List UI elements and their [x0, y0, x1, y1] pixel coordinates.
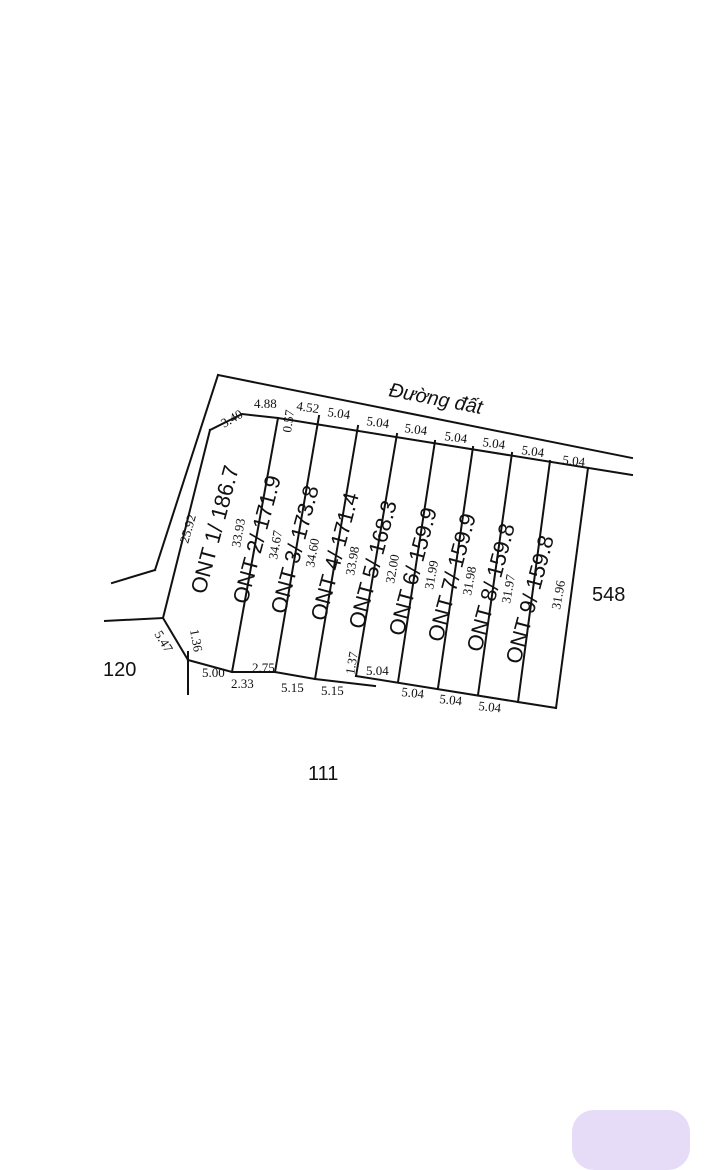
- dim-southwest-corner: 5.47: [151, 628, 176, 656]
- lot9-east-side: [554, 466, 590, 710]
- dim-rear: 5.04: [401, 684, 426, 701]
- dim-front: 5.04: [562, 452, 587, 469]
- dim-west-side: 25.92: [176, 513, 198, 545]
- divider-2-3: [273, 414, 321, 674]
- dim-rear: 5.04: [478, 698, 503, 715]
- divider-1-2: [230, 416, 280, 674]
- dim-corner-top: 3.40: [218, 406, 245, 430]
- lot1-west-side: [161, 428, 212, 620]
- dim-front: 5.04: [366, 413, 391, 431]
- dim-rear: 5.00: [202, 665, 225, 680]
- west-neighbor-top: [110, 568, 157, 585]
- west-neighbor-bottom: [103, 616, 165, 623]
- lot-depth: 33.98: [342, 545, 362, 576]
- neighbor-parcel-120: 120: [103, 659, 136, 681]
- boundary-lines: [103, 373, 634, 710]
- lot9-rear: [516, 700, 558, 710]
- rear-boundary-east: [354, 674, 520, 704]
- lot-depth: 34.67: [265, 529, 285, 561]
- dim-rear: 5.15: [321, 683, 344, 698]
- west-road-edge: [153, 373, 220, 572]
- road-label: Đường đất: [387, 379, 486, 419]
- dim-rear: 5.04: [366, 663, 389, 678]
- dim-front-offset: 0.57: [279, 408, 297, 433]
- lot-depth: 33.93: [228, 517, 248, 548]
- dim-rear: 2.75: [252, 660, 275, 675]
- dim-front: 5.04: [444, 428, 469, 446]
- dim-front: 4.88: [254, 396, 277, 411]
- lot-depth: 34.60: [302, 537, 322, 568]
- divider-7-8: [476, 451, 514, 697]
- divider-6-7: [436, 445, 475, 690]
- divider-8-9: [516, 459, 552, 704]
- dim-rear-offset: 1.37: [342, 650, 361, 676]
- dim-rear: 5.15: [281, 680, 304, 695]
- divider-3-4: [313, 424, 360, 681]
- neighbor-parcel-548: 548: [592, 584, 625, 606]
- dim-rear-offset: 1.36: [187, 628, 206, 654]
- lot-depth: 31.99: [421, 559, 441, 590]
- road-upper-edge: [216, 373, 634, 460]
- southwest-corner: [161, 616, 190, 662]
- neighbor-parcel-111: 111: [308, 763, 338, 785]
- lot-depth: 31.97: [498, 573, 518, 605]
- lot-depth: 31.98: [459, 565, 479, 596]
- divider-5-6: [396, 439, 437, 684]
- floating-action-button[interactable]: [572, 1110, 690, 1170]
- dim-rear: 2.33: [231, 676, 254, 691]
- dim-front: 5.04: [482, 434, 507, 452]
- dim-front: 4.52: [296, 398, 321, 416]
- lot-depth: 32.00: [382, 553, 402, 584]
- dim-rear: 5.04: [439, 691, 464, 708]
- front-boundary: [208, 412, 634, 477]
- dim-front: 5.04: [327, 404, 352, 422]
- divider-4-5: [354, 432, 399, 678]
- dim-front: 5.04: [404, 420, 429, 438]
- lot-depth: 31.96: [548, 579, 568, 611]
- dim-front: 5.04: [521, 442, 546, 460]
